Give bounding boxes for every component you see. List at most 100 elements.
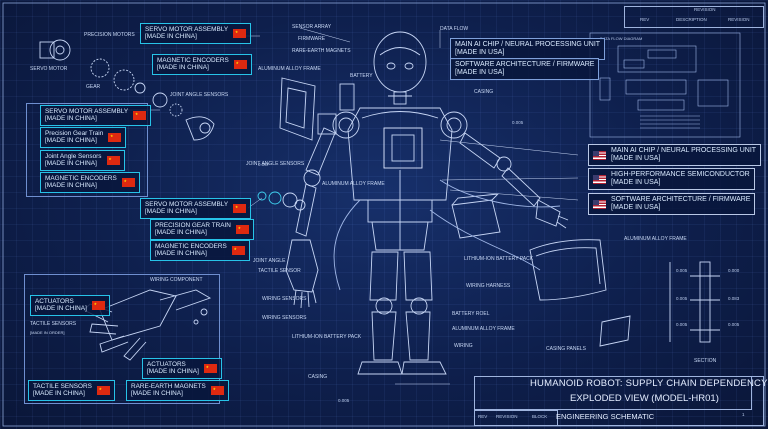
title-col-revision: REVISION [496,414,518,419]
label-tactile-sensors: TACTILE SENSORS[MADE IN CHINA] [28,380,115,401]
callout-tactile-sensor: TACTILE SENSOR [258,268,301,274]
callout-rare-earth-magnets: RARE-EARTH MAGNETS [292,48,351,54]
servo-gear-parts [39,39,215,141]
title-col-rev: REV [478,414,488,419]
callout-joint-angle-sensors: JOINT ANGLE SENSORS [170,92,229,98]
dim-4: 0.000 [728,268,740,273]
label-servo-motor-assembly-1: SERVO MOTOR ASSEMBLY[MADE IN CHINA] [140,23,252,44]
dim-3: 0.005 [676,268,688,273]
battery-pack [451,193,501,239]
china-flag-icon [121,177,135,187]
china-flag-icon [210,385,224,395]
callout-firmware: FIRMWARE [298,36,326,42]
data-flow-schematic [589,32,741,138]
label-semiconductor-right: HIGH-PERFORMANCE SEMICONDUCTOR[MADE IN U… [588,168,755,190]
usa-flag-icon [593,199,606,209]
callout-servo-motor: SERVO MOTOR [30,66,68,72]
drawing-type: ENGINEERING SCHEMATIC [556,412,655,421]
title-block-main [474,376,752,410]
robot-legs [357,251,447,375]
callout-precision-motors: PRECISION MOTORS [84,32,135,38]
callout-aluminum-alloy-frame: ALUMINUM ALLOY FRAME [258,66,321,72]
label-precision-gear-train-2: PRECISION GEAR TRAIN[MADE IN CHINA] [150,219,254,240]
dim-5: 0.005 [676,296,688,301]
robot-left-arm [285,127,336,309]
china-flag-icon [233,28,247,38]
callout-aluminum-alloy-frame-mid: ALUMINUM ALLOY FRAME [322,181,385,187]
callout-wiring-harness: WIRING HARNESS [466,283,511,289]
china-flag-icon [133,110,147,120]
callout-lithium-battery-pack-mid: LITHIUM-ION BATTERY PACK [292,334,362,340]
callout-made-in-order: [MADE IN ORDER] [30,330,65,335]
label-precision-gear-train-1: Precision Gear Train[MADE IN CHINA] [40,127,127,148]
dim-2: 0.057 [258,162,270,167]
left-label-group [26,103,148,197]
hand-label-group [24,274,220,404]
label-magnetic-encoders-3: MAGNETIC ENCODERS[MADE IN CHINA] [150,240,250,261]
label-servo-motor-assembly-2: SERVO MOTOR ASSEMBLY[MADE IN CHINA] [40,105,152,126]
china-flag-icon [106,155,120,165]
robot-right-arm [459,132,569,229]
callout-data-flow: DATA FLOW [440,26,469,32]
title-col-block: BLOCK [532,414,548,419]
dim-9: 0.005 [338,398,350,403]
callout-joint-angle-sensors-mid: JOINT ANGLE SENSORS [246,161,305,167]
china-flag-icon [91,300,105,310]
china-flag-icon [108,132,122,142]
label-servo-motor-assembly-3: SERVO MOTOR ASSEMBLY[MADE IN CHINA] [140,198,252,219]
usa-flag-icon [593,174,606,184]
label-main-ai-chip-top: MAIN AI CHIP / NEURAL PROCESSING UNIT[MA… [450,38,606,60]
china-flag-icon [235,224,249,234]
robot-torso [347,107,453,251]
callout-tactile-sensors-hand: TACTILE SENSORS [30,321,77,327]
schematic-title: DATA FLOW DIAGRAM [600,36,643,41]
callout-casing-top: CASING [474,89,494,95]
callout-aluminum-alloy-frame-right: ALUMINUM ALLOY FRAME [624,236,687,242]
callout-aluminum-alloy-frame-low: ALUMINUM ALLOY FRAME [452,326,515,332]
sheet-number: 1 [742,412,745,417]
callout-battery: BATTERY [350,73,373,79]
dim-1: 0.005 [512,120,524,125]
dim-8: 0.005 [728,322,740,327]
china-flag-icon [233,203,247,213]
label-actuators-1: ACTUATORS[MADE IN CHINA] [30,295,110,316]
callout-battery-roel: BATTERY ROEL [452,311,490,317]
dim-7: 0.005 [676,322,688,327]
robot-head [373,31,427,105]
revision-col-rev: REV [640,17,650,22]
callout-gear: GEAR [86,84,101,90]
label-joint-angle-sensors-1: Joint Angle Sensors[MADE IN CHINA] [40,150,125,171]
callout-wiring-component: WIRING COMPONENT [150,277,203,283]
label-magnetic-encoders-2: MAGNETIC ENCODERS[MADE IN CHINA] [40,172,140,193]
callout-wiring: WIRING [454,343,473,349]
callout-casing-bottom: CASING [308,374,328,380]
label-magnetic-encoders-1: MAGNETIC ENCODERS[MADE IN CHINA] [152,54,252,75]
china-flag-icon [96,385,110,395]
revision-table [624,6,764,28]
revision-col-revision: REVISION [728,17,750,22]
label-main-ai-chip-right: MAIN AI CHIP / NEURAL PROCESSING UNIT[MA… [588,144,762,166]
callout-wiring-sensors-2: WIRING SENSORS [262,315,307,321]
revision-title: REVISION [694,7,716,12]
section-view [669,261,720,343]
drawing-title: HUMANOID ROBOT: SUPPLY CHAIN DEPENDENCY [530,378,768,389]
label-actuators-2: ACTUATORS[MADE IN CHINA] [142,358,222,379]
china-flag-icon [233,59,247,69]
china-flag-icon [203,363,217,373]
callout-lithium-battery-pack-right: LITHIUM-ION BATTERY PACK [464,256,534,262]
drawing-subtitle: EXPLODED VIEW (MODEL-HR01) [570,393,719,404]
dim-6: 0.083 [728,296,740,301]
label-rare-earth-magnets: RARE-EARTH MAGNETS[MADE IN CHINA] [126,380,229,401]
callout-sensor-array: SENSOR ARRAY [292,24,332,30]
china-flag-icon [231,245,245,255]
label-software-architecture-top: SOFTWARE ARCHITECTURE / FIRMWARE[MADE IN… [450,58,600,80]
callout-wiring-sensors: WIRING SENSORS [262,296,307,302]
usa-flag-icon [593,150,606,160]
title-block-cols [474,410,558,426]
label-software-architecture-right: SOFTWARE ARCHITECTURE / FIRMWARE[MADE IN… [588,193,756,215]
callout-casing-panels: CASING PANELS [546,346,586,352]
revision-col-description: DESCRIPTION [676,17,707,22]
callout-joint-angle: JOINT ANGLE [253,258,286,264]
